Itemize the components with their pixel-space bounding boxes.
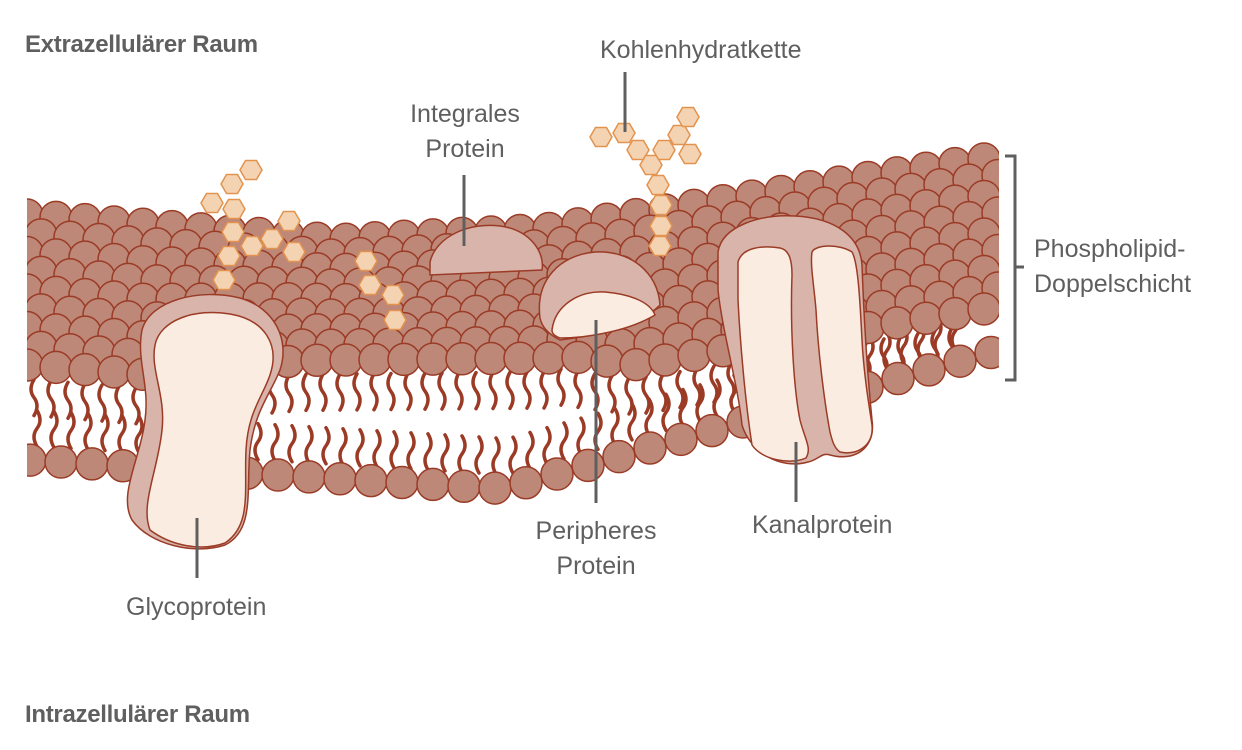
integral-protein: [429, 224, 544, 276]
intracellular-space-label: Intrazellulärer Raum: [25, 701, 250, 728]
peripheral-protein-label: Peripheres Protein: [535, 517, 657, 580]
leader-lines: [195, 72, 1024, 578]
phospholipid-bilayer-label: Phospholipid- Doppelschicht: [1034, 235, 1192, 298]
channel-protein-label: Kanalprotein: [752, 511, 893, 539]
glycoprotein: [126, 293, 284, 550]
glycoprotein-label: Glycoprotein: [126, 593, 267, 621]
carbohydrate-chain-label: Kohlenhydratkette: [600, 36, 802, 64]
integral-protein-label: Integrales Protein: [410, 100, 520, 163]
bilayer-bracket: [1005, 154, 1024, 382]
channel-protein: [717, 215, 874, 465]
peripheral-protein: [538, 251, 661, 341]
carbohydrate-chains: [200, 106, 702, 331]
extracellular-space-label: Extrazellulärer Raum: [25, 31, 258, 58]
